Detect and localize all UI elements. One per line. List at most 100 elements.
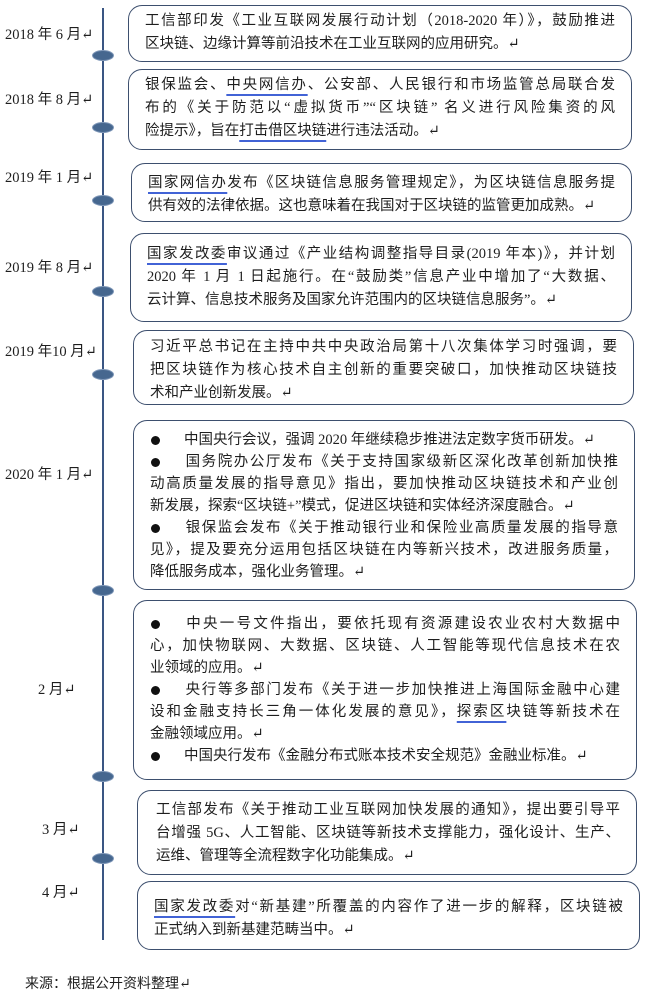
event-text: 动高质量发展的指导意见》指出，要加快推动区块链技术和产业创 — [150, 476, 618, 492]
text-line: 险提示》，旨在打击借区块链进行违法活动。↵ — [145, 120, 615, 143]
event-text: 业领域的应用。↵ — [150, 660, 264, 676]
event-text: 心，加快物联网、大数据、区块链、人工智能等现代信息技术在农 — [150, 638, 620, 654]
bullet-icon — [150, 451, 184, 473]
event-text: 工信部发布《关于推动工业互联网加快发展的通知》，提出要引导平 — [156, 802, 620, 818]
event-text: 银保监会、 — [145, 77, 227, 93]
event-text: 把区块链作为核心技术自主创新的重要突破口，加快推动区块链技 — [150, 362, 617, 378]
event-text: 见》，提及要充分运用包括区块链在内等新兴技术，改进服务质量， — [150, 542, 618, 558]
text-line: 国家发改委对“新基建”所覆盖的内容作了进一步的解释，区块链被 — [154, 896, 623, 919]
event-text: 金融领域应用。↵ — [150, 726, 264, 742]
text-line: 银保监会、中央网信办、公安部、人民银行和市场监管总局联合发 — [145, 74, 615, 97]
event-text: 供有效的法律依据。这也意味着在我国对于区块链的监管更加成熟。↵ — [148, 198, 596, 214]
bullet-line: 国务院办公厅发布《关于支持国家级新区深化改革创新加快推 — [150, 451, 618, 473]
text-line: 2020 年 1 月 1 日起施行。在“鼓励类”信息产业中增加了“大数据、 — [147, 266, 615, 289]
bullet-icon — [150, 613, 184, 635]
text-line: 区块链、边缘计算等前沿技术在工业互联网的应用研究。↵ — [145, 33, 615, 56]
bullet-line: 银保监会发布《关于推动银行业和保险业高质量发展的指导意 — [150, 517, 618, 539]
event-text: 中国央行发布《金融分布式账本技术安全规范》金融业标准。↵ — [184, 748, 588, 764]
event-text: 习近平总书记在主持中共中央政治局第十八次集体学习时强调，要 — [150, 339, 617, 355]
timeline-node-dot — [92, 368, 114, 380]
text-line: 云计算、信息技术服务及国家允许范围内的区块链信息服务”。↵ — [147, 289, 615, 312]
event-text: 进行违法活动。↵ — [326, 123, 440, 139]
event-date: 2 月↵ — [38, 682, 76, 698]
bullet-icon — [150, 517, 184, 539]
text-line: 见》，提及要充分运用包括区块链在内等新兴技术，改进服务质量， — [150, 539, 618, 561]
event-box: 工信部印发《工业互联网发展行动计划（2018-2020 年）》，鼓励推进区块链、… — [128, 5, 632, 62]
event-text: 块链等新技术在 — [506, 704, 621, 720]
event-date: 2018 年 8 月↵ — [5, 92, 94, 108]
event-box: 国家发改委审议通过《产业结构调整指导目录(2019 年本)》，并计划 2020 年… — [130, 233, 632, 322]
event-text: 审议通过《产业结构调整指导目录(2019 年本)》，并计划 — [226, 246, 616, 262]
bullet-line: 中国央行发布《金融分布式账本技术安全规范》金融业标准。↵ — [150, 745, 620, 767]
event-text: 布的《关于防范以“虚拟货币”“区块链” 名义进行风险集资的风 — [145, 100, 615, 116]
underlined-term: 打击借区块链 — [239, 123, 327, 139]
event-date: 4 月↵ — [42, 885, 80, 901]
bullet-icon — [150, 429, 184, 451]
event-box: 中央一号文件指出，要依托现有资源建设农业农村大数据中心，加快物联网、大数据、区块… — [133, 600, 637, 780]
event-box: 中国央行会议，强调 2020 年继续稳步推进法定数字货币研发。↵ 国务院办公厅发布… — [133, 420, 635, 590]
text-line: 把区块链作为核心技术自主创新的重要突破口，加快推动区块链技 — [150, 359, 617, 382]
text-line: 国家网信办发布《区块链信息服务管理规定》，为区块链信息服务提 — [148, 172, 615, 195]
bullet-line: 中央一号文件指出，要依托现有资源建设农业农村大数据中 — [150, 613, 620, 635]
bullet-line: 中国央行会议，强调 2020 年继续稳步推进法定数字货币研发。↵ — [150, 429, 618, 451]
underlined-term: 探索区 — [456, 704, 507, 720]
event-text: 运维、管理等全流程数字化功能集成。↵ — [156, 848, 415, 864]
event-date: 2019 年 1 月↵ — [5, 170, 94, 186]
event-text: 中国央行会议，强调 2020 年继续稳步推进法定数字货币研发。↵ — [184, 432, 595, 448]
text-line: 术和产业创新发展。↵ — [150, 382, 617, 405]
text-line: 业领域的应用。↵ — [150, 657, 620, 679]
timeline-axis — [102, 8, 104, 940]
event-text: 对“新基建”所覆盖的内容作了进一步的解释，区块链被 — [235, 899, 624, 915]
underlined-term: 中央网信办 — [226, 77, 308, 93]
event-text: 、公安部、人民银行和市场监管总局联合发 — [307, 77, 616, 93]
event-date: 2018 年 6 月↵ — [5, 27, 94, 43]
event-box: 习近平总书记在主持中共中央政治局第十八次集体学习时强调，要把区块链作为核心技术自… — [133, 330, 634, 405]
event-text: 发布《区块链信息服务管理规定》，为区块链信息服务提 — [227, 175, 616, 191]
text-line: 布的《关于防范以“虚拟货币”“区块链” 名义进行风险集资的风 — [145, 97, 615, 120]
event-text: 央行等多部门发布《关于进一步加快推进上海国际金融中心建 — [184, 682, 620, 698]
timeline-node-dot — [92, 584, 114, 596]
text-line: 工信部印发《工业互联网发展行动计划（2018-2020 年）》，鼓励推进 — [145, 10, 615, 33]
event-box: 国家网信办发布《区块链信息服务管理规定》，为区块链信息服务提供有效的法律依据。这… — [131, 163, 632, 222]
underlined-term: 国家发改委 — [147, 246, 227, 262]
text-line: 供有效的法律依据。这也意味着在我国对于区块链的监管更加成熟。↵ — [148, 195, 615, 218]
text-line: 金融领域应用。↵ — [150, 723, 620, 745]
event-box: 银保监会、中央网信办、公安部、人民银行和市场监管总局联合发布的《关于防范以“虚拟… — [128, 69, 632, 150]
event-text: 区块链、边缘计算等前沿技术在工业互联网的应用研究。↵ — [145, 36, 520, 52]
event-text: 云计算、信息技术服务及国家允许范围内的区块链信息服务”。↵ — [147, 292, 558, 308]
event-date: 3 月↵ — [42, 822, 80, 838]
timeline-node-dot — [92, 121, 114, 133]
event-date: 2019 年10 月↵ — [5, 344, 97, 360]
underlined-term: 国家发改委 — [154, 899, 236, 915]
event-text: 术和产业创新发展。↵ — [150, 385, 293, 401]
event-box: 国家发改委对“新基建”所覆盖的内容作了进一步的解释，区块链被正式纳入到新基建范畴… — [137, 881, 640, 950]
timeline-node-dot — [92, 770, 114, 782]
event-text: 台增强 5G、人工智能、区块链等新技术支撑能力，强化设计、生产、 — [156, 825, 620, 841]
text-line: 台增强 5G、人工智能、区块链等新技术支撑能力，强化设计、生产、 — [156, 822, 620, 845]
underlined-term: 国家网信办 — [148, 175, 228, 191]
timeline-node-dot — [92, 49, 114, 61]
bullet-icon — [150, 745, 184, 767]
timeline-node-dot — [92, 852, 114, 864]
text-line: 设和金融支持长三角一体化发展的意见》，探索区块链等新技术在 — [150, 701, 620, 723]
text-line: 新发展，探索“区块链+”模式，促进区块链和实体经济深度融合。↵ — [150, 495, 618, 517]
text-line: 工信部发布《关于推动工业互联网加快发展的通知》，提出要引导平 — [156, 799, 620, 822]
timeline-node-dot — [92, 285, 114, 297]
event-text: 银保监会发布《关于推动银行业和保险业高质量发展的指导意 — [184, 520, 618, 536]
bullet-icon — [150, 679, 184, 701]
bullet-line: 央行等多部门发布《关于进一步加快推进上海国际金融中心建 — [150, 679, 620, 701]
event-text: 降低服务成本，强化业务管理。↵ — [150, 564, 366, 580]
timeline-node-dot — [92, 194, 114, 206]
event-text: 中央一号文件指出，要依托现有资源建设农业农村大数据中 — [184, 616, 620, 632]
text-line: 降低服务成本，强化业务管理。↵ — [150, 561, 618, 583]
source-note: 来源：根据公开资料整理↵ — [25, 977, 191, 992]
text-line: 运维、管理等全流程数字化功能集成。↵ — [156, 845, 620, 868]
text-line: 习近平总书记在主持中共中央政治局第十八次集体学习时强调，要 — [150, 336, 617, 359]
event-text: 新发展，探索“区块链+”模式，促进区块链和实体经济深度融合。↵ — [150, 498, 575, 514]
event-date: 2019 年 8 月↵ — [5, 260, 94, 276]
event-text: 国务院办公厅发布《关于支持国家级新区深化改革创新加快推 — [184, 454, 618, 470]
event-text: 工信部印发《工业互联网发展行动计划（2018-2020 年）》，鼓励推进 — [145, 13, 615, 29]
event-text: 险提示》，旨在 — [145, 123, 240, 139]
event-box: 工信部发布《关于推动工业互联网加快发展的通知》，提出要引导平台增强 5G、人工智… — [137, 790, 637, 875]
